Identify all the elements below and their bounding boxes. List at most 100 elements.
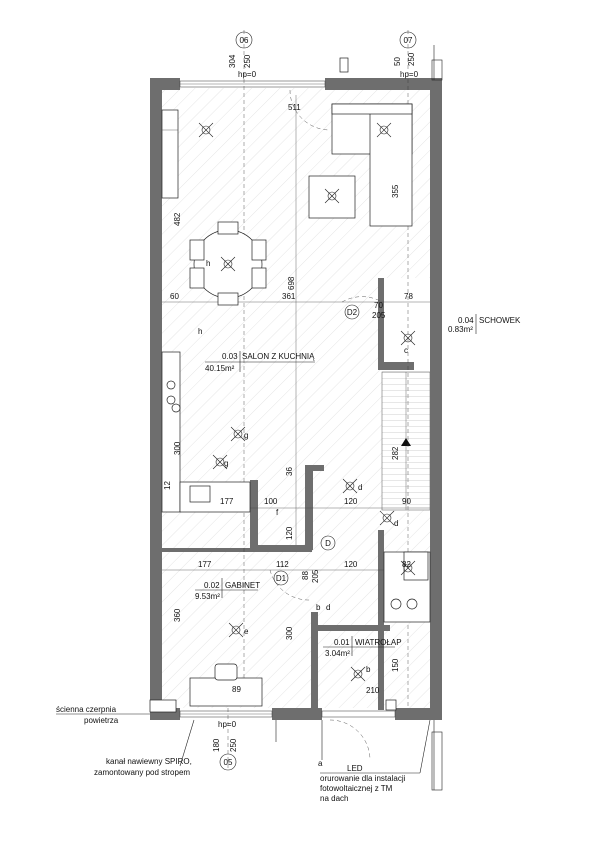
tag-h2: h [206,259,210,268]
tag-h1: h [198,327,202,336]
dim-205b: 205 [311,569,320,583]
dim-361: 361 [282,292,296,301]
vent-note-line2: powietrza [84,716,119,725]
room-label-wiatrolap: 0.01 WIATROŁAP 3.04m² [323,636,402,658]
dim-36: 36 [285,467,294,476]
axis-06-marker [235,31,253,49]
room-name: GABINET [225,581,260,590]
tv-unit [161,109,179,199]
dim-300b: 300 [285,626,294,640]
tag-g1: g [244,431,248,440]
room-name: SCHOWEK [479,316,521,325]
staircase [381,371,431,511]
dim-12: 12 [163,481,172,490]
door-swings [269,89,383,761]
dim-120a: 120 [344,497,358,506]
annotation-vent-intake: ścienna czerpnia powietrza [56,699,177,725]
tag-b1: b [366,665,371,674]
led-letter: a [318,759,323,768]
axis-05-dim-b: 250 [229,738,238,752]
dimension-labels: 511 355 482 698 60 361 70 205 78 300 12 … [163,103,413,695]
dim-70: 70 [374,301,383,310]
utility-fixtures [383,551,431,623]
spiro-note-line2: zamontowany pod stropem [94,768,190,777]
room-area: 40.15m² [205,364,235,373]
dim-482: 482 [173,212,182,226]
annotation-pv-conduit: a LED orurowanie dla instalacji fotowolt… [318,699,431,803]
desk [189,663,263,707]
dim-150: 150 [391,658,400,672]
door-tag-d2: D2 [347,308,358,317]
door-tag-d1: D1 [276,574,287,583]
axis-07-dim-b: 250 [407,52,416,66]
dim-60: 60 [170,292,179,301]
height-mark-bottom: hp=0 [218,720,237,729]
axis-07-dim-a: 50 [393,57,402,66]
room-area: 9.53m² [195,592,220,601]
tag-c1: c [404,346,408,355]
dim-177a: 177 [220,497,234,506]
dim-89: 89 [232,685,241,694]
tag-b2: b [316,603,321,612]
pv-note-line2: fotowoltaicznej z TM [320,784,393,793]
height-mark-top-left: hp=0 [238,70,257,79]
axis-05-label: 05 [224,758,233,767]
dim-120b: 120 [285,526,294,540]
dim-100: 100 [264,497,278,506]
led-label: LED [347,764,363,773]
dim-112: 112 [276,560,289,569]
windows [179,80,396,718]
dim-210: 210 [366,686,380,695]
height-mark-top-right: hp=0 [400,70,419,79]
outer-details [275,45,443,791]
spiro-note-line1: kanał nawiewny SPIRO, [106,757,192,766]
dim-90: 90 [402,497,411,506]
room-number: 0.01 [334,638,350,647]
dim-300a: 300 [173,441,182,455]
dim-120c: 120 [344,560,358,569]
axis-06-dim-b: 250 [243,54,252,68]
kitchen-counter [161,351,251,513]
pv-note-line3: na dach [320,794,348,803]
axis-markers: 06 07 05 304 250 50 250 180 250 [212,31,417,771]
dim-511: 511 [288,103,301,112]
interior-walls [162,278,414,710]
room-label-schowek: 0.04 SCHOWEK 0.83m² [448,314,521,334]
dim-205: 205 [372,311,386,320]
annotation-spiro-duct: kanał nawiewny SPIRO, zamontowany pod st… [94,719,195,777]
room-label-gabinet: 0.02 GABINET 9.53m² [195,578,260,601]
dim-82: 82 [402,560,411,569]
room-number: 0.03 [222,352,238,361]
tag-d1: d [358,483,362,492]
dim-355: 355 [391,184,400,198]
dim-177b: 177 [198,560,212,569]
room-area: 3.04m² [325,649,350,658]
axis-05-dim-a: 180 [212,738,221,752]
dim-360: 360 [173,608,182,622]
dim-78: 78 [404,292,413,301]
axis-06-dim-a: 304 [228,54,237,68]
sofa [331,103,413,227]
axis-07-label: 07 [404,36,413,45]
height-marks: hp=0 hp=0 hp=0 [218,70,419,729]
axis-07-marker [399,31,417,49]
room-number: 0.04 [458,316,474,325]
tag-d2: d [326,603,330,612]
door-tags: D2 D1 D [273,304,360,586]
vent-note-line1: ścienna czerpnia [56,705,117,714]
fixture-tags: h h g g d d d e b b c f [198,259,408,674]
tag-d3: d [394,519,398,528]
room-area: 0.83m² [448,325,473,334]
axis-05-marker [219,753,237,771]
dim-698: 698 [287,276,296,290]
axis-06-label: 06 [240,36,249,45]
dim-282: 282 [391,446,400,460]
dim-88: 88 [301,571,310,580]
coffee-table [308,175,356,219]
room-label-salon: 0.03 SALON Z KUCHNIĄ 40.15m² [205,351,315,373]
door-tag-d: D [325,539,331,548]
room-number: 0.02 [204,581,220,590]
tag-g2: g [224,459,228,468]
light-fixtures [198,122,416,682]
